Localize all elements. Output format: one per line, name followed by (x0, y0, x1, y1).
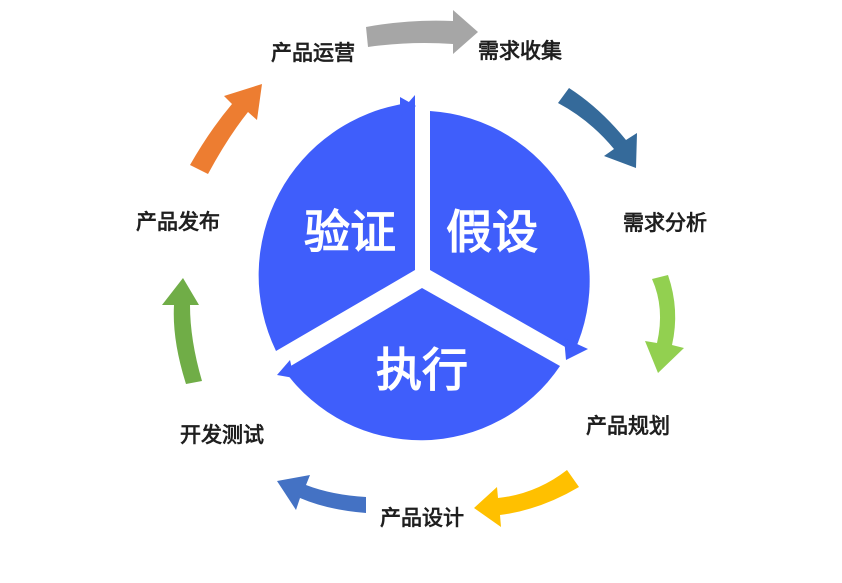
stage-label-demand-collection: 需求收集 (478, 39, 563, 63)
core-label-hypothesis: 假设 (446, 205, 538, 259)
core-label-verify: 验证 (304, 205, 396, 259)
arrow-collection-to-analysis (558, 88, 637, 168)
arrow-analysis-to-planning (645, 275, 684, 373)
stage-label-product-planning: 产品规划 (586, 414, 670, 438)
arrow-testing-to-release (162, 278, 202, 384)
arrow-release-to-operation (190, 84, 262, 174)
stage-label-dev-testing: 开发测试 (180, 423, 264, 447)
core-segment-verify (258, 95, 415, 351)
core-circle (258, 95, 590, 441)
core-segment-hypothesis (430, 111, 590, 352)
core-segment-execute (284, 288, 560, 441)
core-pointer-left (277, 360, 294, 378)
arrow-operation-to-collection (366, 10, 478, 54)
stage-label-demand-analysis: 需求分析 (623, 211, 707, 235)
cycle-arrows (162, 10, 684, 527)
arrow-planning-to-design (474, 470, 579, 527)
stage-label-product-operation: 产品运营 (271, 41, 355, 65)
core-pointer-top (400, 97, 416, 116)
core-label-execute: 执行 (376, 343, 468, 397)
core-pointer-right (564, 338, 588, 360)
stage-label-product-release: 产品发布 (136, 210, 220, 234)
stage-label-product-design: 产品设计 (380, 506, 464, 530)
arrow-design-to-testing (277, 475, 366, 513)
